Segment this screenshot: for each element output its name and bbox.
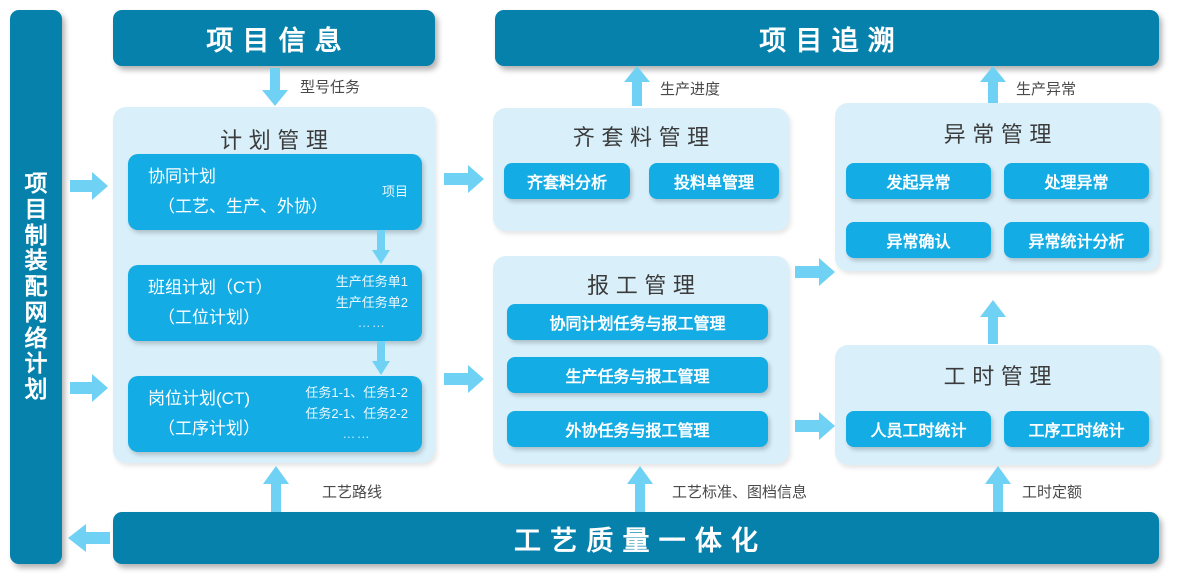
arrow-up-worktime-to-exception <box>980 300 1006 344</box>
arrow-label-production-progress: 生产进度 <box>660 81 721 98</box>
arrow-right-plan-to-report <box>444 365 484 393</box>
panel-report-title: 报工管理 <box>587 273 702 298</box>
button-exception-raise-label: 发起异常 <box>886 175 951 192</box>
arrow-down-plan-1 <box>372 230 390 264</box>
button-report-production-label: 生产任务与报工管理 <box>565 369 710 386</box>
plan-box-position-side: 任务1-1、任务1-2 任务2-1、任务2-2 …… <box>305 376 408 452</box>
sidebar-project-network-plan[interactable]: 项目制装配网络计划 <box>10 10 62 564</box>
plan-box-collaborative-side-1: 项目 <box>381 183 408 199</box>
panel-exception-title: 异常管理 <box>943 122 1058 147</box>
plan-box-team-side-2: 生产任务单2 <box>335 294 408 310</box>
button-exception-handle[interactable]: 处理异常 <box>1004 163 1149 199</box>
arrow-up-production-progress <box>624 66 650 106</box>
plan-box-position-line2: （工序计划） <box>158 419 260 438</box>
button-worktime-personnel-label: 人员工时统计 <box>870 423 967 440</box>
panel-worktime-management: 工时管理 <box>835 345 1160 465</box>
arrow-right-sidebar-to-plan-2 <box>70 374 108 402</box>
button-material-order-label: 投料单管理 <box>673 175 754 192</box>
arrow-up-process-route <box>263 466 289 512</box>
plan-box-position-side-1: 任务1-1、任务1-2 <box>305 384 408 400</box>
arrow-label-production-exception: 生产异常 <box>1016 81 1077 98</box>
plan-box-collaborative[interactable]: 协同计划 （工艺、生产、外协） 项目 <box>128 154 422 230</box>
arrow-up-worktime-quota <box>985 466 1011 512</box>
button-report-outsourcing-label: 外协任务与报工管理 <box>565 423 710 440</box>
plan-box-collaborative-line2: （工艺、生产、外协） <box>158 197 328 216</box>
button-report-production[interactable]: 生产任务与报工管理 <box>507 357 768 393</box>
header-project-trace-label: 项目追溯 <box>759 25 904 56</box>
button-report-collaborative-label: 协同计划任务与报工管理 <box>549 316 726 333</box>
button-exception-statistics-label: 异常统计分析 <box>1028 234 1125 251</box>
arrow-right-plan-to-material <box>444 165 484 193</box>
arrow-down-plan-2 <box>372 341 390 375</box>
button-worktime-process-label: 工序工时统计 <box>1028 423 1125 440</box>
plan-box-team-main: 班组计划（CT） （工位计划） <box>148 265 273 341</box>
plan-box-position-main: 岗位计划(CT) （工序计划） <box>148 376 260 452</box>
button-material-order[interactable]: 投料单管理 <box>649 163 779 199</box>
plan-box-team-side-3: …… <box>357 315 387 331</box>
plan-box-team-side-1: 生产任务单1 <box>335 273 408 289</box>
plan-box-collaborative-side: 项目 <box>382 154 408 230</box>
footer-quality-integration-label: 工艺质量一体化 <box>513 525 768 556</box>
arrow-up-process-standard <box>627 466 653 512</box>
panel-material-title: 齐套料管理 <box>572 125 716 150</box>
button-exception-raise[interactable]: 发起异常 <box>846 163 991 199</box>
plan-box-position-side-2: 任务2-1、任务2-2 <box>305 405 408 421</box>
button-exception-confirm-label: 异常确认 <box>886 234 951 251</box>
header-project-info-label: 项目信息 <box>206 25 351 56</box>
plan-box-position-side-3: …… <box>342 426 371 442</box>
button-worktime-personnel[interactable]: 人员工时统计 <box>846 411 991 447</box>
arrow-up-production-exception <box>980 66 1006 106</box>
arrow-label-worktime-quota: 工时定额 <box>1022 484 1083 501</box>
button-exception-confirm[interactable]: 异常确认 <box>846 222 991 258</box>
footer-quality-integration[interactable]: 工艺质量一体化 <box>113 512 1159 564</box>
arrow-right-report-to-exception <box>795 258 835 286</box>
button-worktime-process[interactable]: 工序工时统计 <box>1004 411 1149 447</box>
plan-box-team-line2: （工位计划） <box>158 308 260 327</box>
plan-box-position-line1: 岗位计划(CT) <box>148 389 250 409</box>
arrow-left-footer-to-sidebar <box>68 524 110 552</box>
panel-plan-title: 计划管理 <box>220 128 335 153</box>
arrow-right-report-to-worktime <box>795 412 835 440</box>
plan-box-team[interactable]: 班组计划（CT） （工位计划） 生产任务单1 生产任务单2 …… <box>128 265 422 341</box>
arrow-label-process-route: 工艺路线 <box>322 484 383 501</box>
button-exception-statistics[interactable]: 异常统计分析 <box>1004 222 1149 258</box>
header-project-info[interactable]: 项目信息 <box>113 10 435 66</box>
plan-box-position[interactable]: 岗位计划(CT) （工序计划） 任务1-1、任务1-2 任务2-1、任务2-2 … <box>128 376 422 452</box>
button-material-analysis-label: 齐套料分析 <box>526 175 607 192</box>
panel-worktime-title: 工时管理 <box>943 364 1058 389</box>
header-project-trace[interactable]: 项目追溯 <box>495 10 1159 66</box>
sidebar-label: 项目制装配网络计划 <box>24 170 48 403</box>
plan-box-team-side: 生产任务单1 生产任务单2 …… <box>336 265 408 341</box>
arrow-right-sidebar-to-plan-1 <box>70 172 108 200</box>
plan-box-collaborative-line1: 协同计划 <box>148 167 216 187</box>
plan-box-team-line1: 班组计划（CT） <box>148 278 273 298</box>
arrow-label-model-task: 型号任务 <box>300 79 361 96</box>
button-report-outsourcing[interactable]: 外协任务与报工管理 <box>507 411 768 447</box>
button-report-collaborative[interactable]: 协同计划任务与报工管理 <box>507 304 768 340</box>
plan-box-collaborative-main: 协同计划 （工艺、生产、外协） <box>148 154 328 230</box>
button-material-analysis[interactable]: 齐套料分析 <box>504 163 630 199</box>
button-exception-handle-label: 处理异常 <box>1044 175 1109 192</box>
arrow-label-process-standard: 工艺标准、图档信息 <box>672 484 808 501</box>
arrow-down-model-task <box>262 68 288 106</box>
